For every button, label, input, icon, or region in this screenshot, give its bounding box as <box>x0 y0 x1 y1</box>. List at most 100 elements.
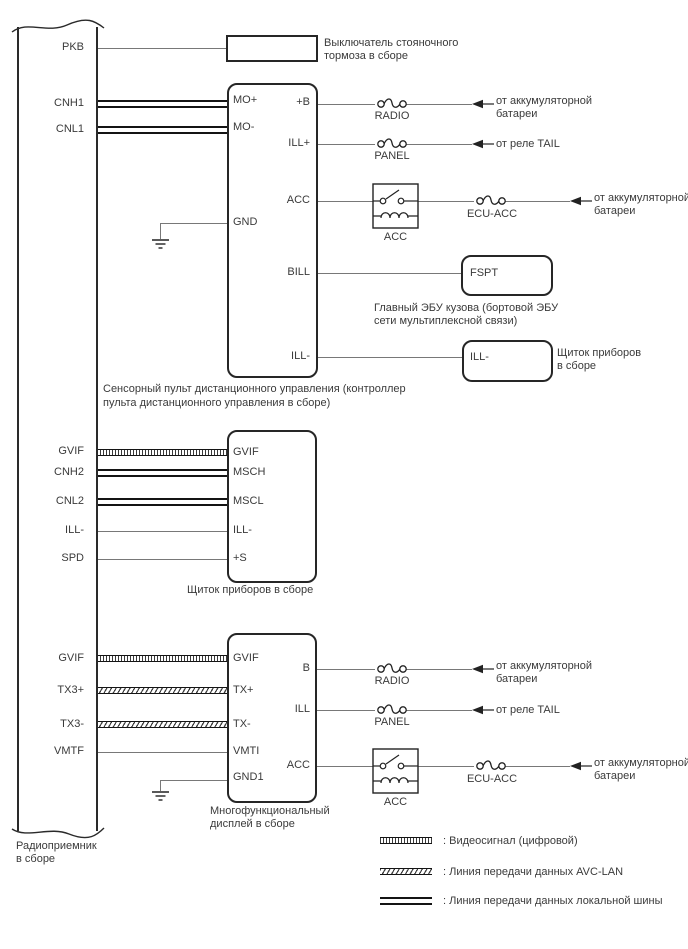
wire-illminus-out <box>317 357 463 358</box>
cluster-caption: Щиток приборов в сборе <box>187 584 314 596</box>
disp-caption-line2: дисплей в сборе <box>210 818 295 830</box>
disp-caption-line1: Многофункциональный <box>210 805 330 817</box>
cluster-pin-mscl: MSCL <box>233 495 264 507</box>
wire-plusb-b <box>406 104 472 105</box>
ctrl-pin-gnd: GND <box>233 216 258 228</box>
cluster-pin-splus: +S <box>233 552 247 564</box>
bus-pin-pkb: PKB <box>61 41 84 53</box>
wire-plusb-a <box>317 104 375 105</box>
arrow-left-icon <box>472 139 494 149</box>
bus-pin-tx3p: TX3+ <box>57 684 84 696</box>
fuse-radio-label: RADIO <box>374 110 410 122</box>
src-battery-line2: батареи <box>594 770 636 782</box>
ground-icon <box>152 239 169 249</box>
fuse-ecuacc-label: ECU-ACC <box>466 773 518 785</box>
bus-pin-cnl1: CNL1 <box>55 123 84 135</box>
touch-controller-box <box>227 83 318 378</box>
ctrl-pin-mo-plus: MO+ <box>233 94 258 106</box>
park-brake-switch-box <box>226 35 318 62</box>
disp-pin-acc: ACC <box>286 759 310 771</box>
bus-break-wave <box>11 827 105 839</box>
fuse-icon <box>377 98 407 108</box>
bus-name-line2: в сборе <box>16 853 56 865</box>
multidisplay-box <box>227 633 317 803</box>
relay-acc-label: ACC <box>383 231 408 243</box>
wire-gvif2-video <box>97 655 228 662</box>
disp-pin-b: B <box>302 662 310 674</box>
wire-acc-a <box>317 201 373 202</box>
park-caption-line2: тормоза в сборе <box>324 50 408 62</box>
wire-ill-b <box>406 710 472 711</box>
wire-cnl2-localbus <box>97 498 228 506</box>
ill-minus-box <box>462 340 553 382</box>
wire-acc-b <box>418 201 474 202</box>
disp-pin-gvif: GVIF <box>233 652 259 664</box>
wire-bill <box>317 273 462 274</box>
wire-acc-c <box>505 201 570 202</box>
instrument-cluster-box <box>227 430 317 583</box>
bus-pin-gvif2: GVIF <box>58 652 84 664</box>
bus-pin-vmtf: VMTF <box>54 745 84 757</box>
legend-video-swatch <box>380 837 432 844</box>
ctrl-pin-mo-minus: MO- <box>233 121 255 133</box>
disp-pin-vmti: VMTI <box>233 745 260 757</box>
bus-pin-gvif1: GVIF <box>58 445 84 457</box>
cluster-pin-illminus: ILL- <box>233 524 252 536</box>
src-battery-line1: от аккумуляторной <box>496 660 593 672</box>
relay-acc-label: ACC <box>383 796 408 808</box>
fuse-icon <box>377 663 407 673</box>
fuse-icon <box>377 704 407 714</box>
ctrl-pin-bill: BILL <box>287 266 310 278</box>
bus-pin-ill-minus: ILL- <box>65 524 84 536</box>
wire-cnl1-localbus <box>97 126 228 134</box>
wire-vmtf <box>97 752 228 753</box>
wire-acc2-a <box>317 766 373 767</box>
arrow-left-icon <box>570 196 592 206</box>
src-battery-line2: батареи <box>496 108 538 120</box>
bus-pin-cnl2: CNL2 <box>55 495 84 507</box>
ctrl-caption-line1: Сенсорный пульт дистанционного управлени… <box>103 383 406 395</box>
wire-ill-a <box>317 710 375 711</box>
wire-illplus-a <box>317 144 375 145</box>
wire-gnd <box>160 223 228 224</box>
disp-pin-txminus: TX- <box>233 718 251 730</box>
arrow-left-icon <box>472 664 494 674</box>
wire-tx3m-avclan <box>97 721 228 728</box>
fspt-box <box>461 255 553 296</box>
src-battery-line1: от аккумуляторной <box>594 757 688 769</box>
fuse-icon <box>476 195 506 205</box>
fspt-pin: FSPT <box>470 267 499 279</box>
illbox-caption-line1: Щиток приборов <box>557 347 642 359</box>
legend-video-label: : Видеосигнал (цифровой) <box>443 835 578 847</box>
fuse-icon <box>377 138 407 148</box>
illbox-caption-line2: в сборе <box>557 360 597 372</box>
arrow-left-icon <box>472 99 494 109</box>
ctrl-pin-plusb: +B <box>296 96 310 108</box>
bus-left-edge <box>17 27 19 831</box>
relay-icon <box>372 748 419 794</box>
src-battery-line2: батареи <box>496 673 538 685</box>
relay-icon <box>372 183 419 229</box>
fuse-ecuacc-label: ECU-ACC <box>466 208 518 220</box>
wire-b-a <box>317 669 375 670</box>
cluster-pin-msch: MSCH <box>233 466 266 478</box>
wire-gnd1 <box>160 780 228 781</box>
ctrl-caption-line2: пульта дистанционного управления в сборе… <box>103 397 331 409</box>
wire-pkb <box>97 48 226 49</box>
src-battery-line1: от аккумуляторной <box>594 192 688 204</box>
disp-pin-gnd1: GND1 <box>233 771 264 783</box>
wire-ill-minus <box>97 531 228 532</box>
bus-right-edge <box>96 27 98 831</box>
src-battery-line1: от аккумуляторной <box>496 95 593 107</box>
fuse-radio-label: RADIO <box>374 675 410 687</box>
fspt-caption-line1: Главный ЭБУ кузова (бортовой ЭБУ <box>374 302 559 314</box>
src-battery-line2: батареи <box>594 205 636 217</box>
illbox-pin: ILL- <box>470 351 489 363</box>
ctrl-pin-illminus: ILL- <box>291 350 310 362</box>
ctrl-pin-acc: ACC <box>286 194 310 206</box>
bus-name-line1: Радиоприемник <box>16 840 97 852</box>
fuse-icon <box>476 760 506 770</box>
ground-icon <box>152 791 169 801</box>
fspt-caption-line2: сети мультиплексной связи) <box>374 315 518 327</box>
wire-gvif1-video <box>97 449 228 456</box>
